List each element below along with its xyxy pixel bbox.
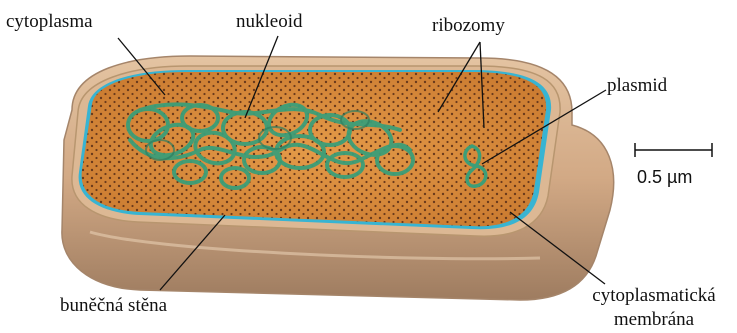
label-cytoplasmaticka-line2: membrána xyxy=(574,310,734,329)
label-plasmid: plasmid xyxy=(607,76,667,95)
scale-bar xyxy=(635,143,712,157)
label-ribozomy: ribozomy xyxy=(432,16,505,35)
label-nukleoid: nukleoid xyxy=(236,12,303,31)
label-bunecna-stena: buněčná stěna xyxy=(60,296,167,315)
scale-bar-label: 0.5 µm xyxy=(637,168,692,186)
label-cytoplasma: cytoplasma xyxy=(6,12,93,31)
label-cytoplasmaticka-line1: cytoplasmatická xyxy=(574,286,734,305)
